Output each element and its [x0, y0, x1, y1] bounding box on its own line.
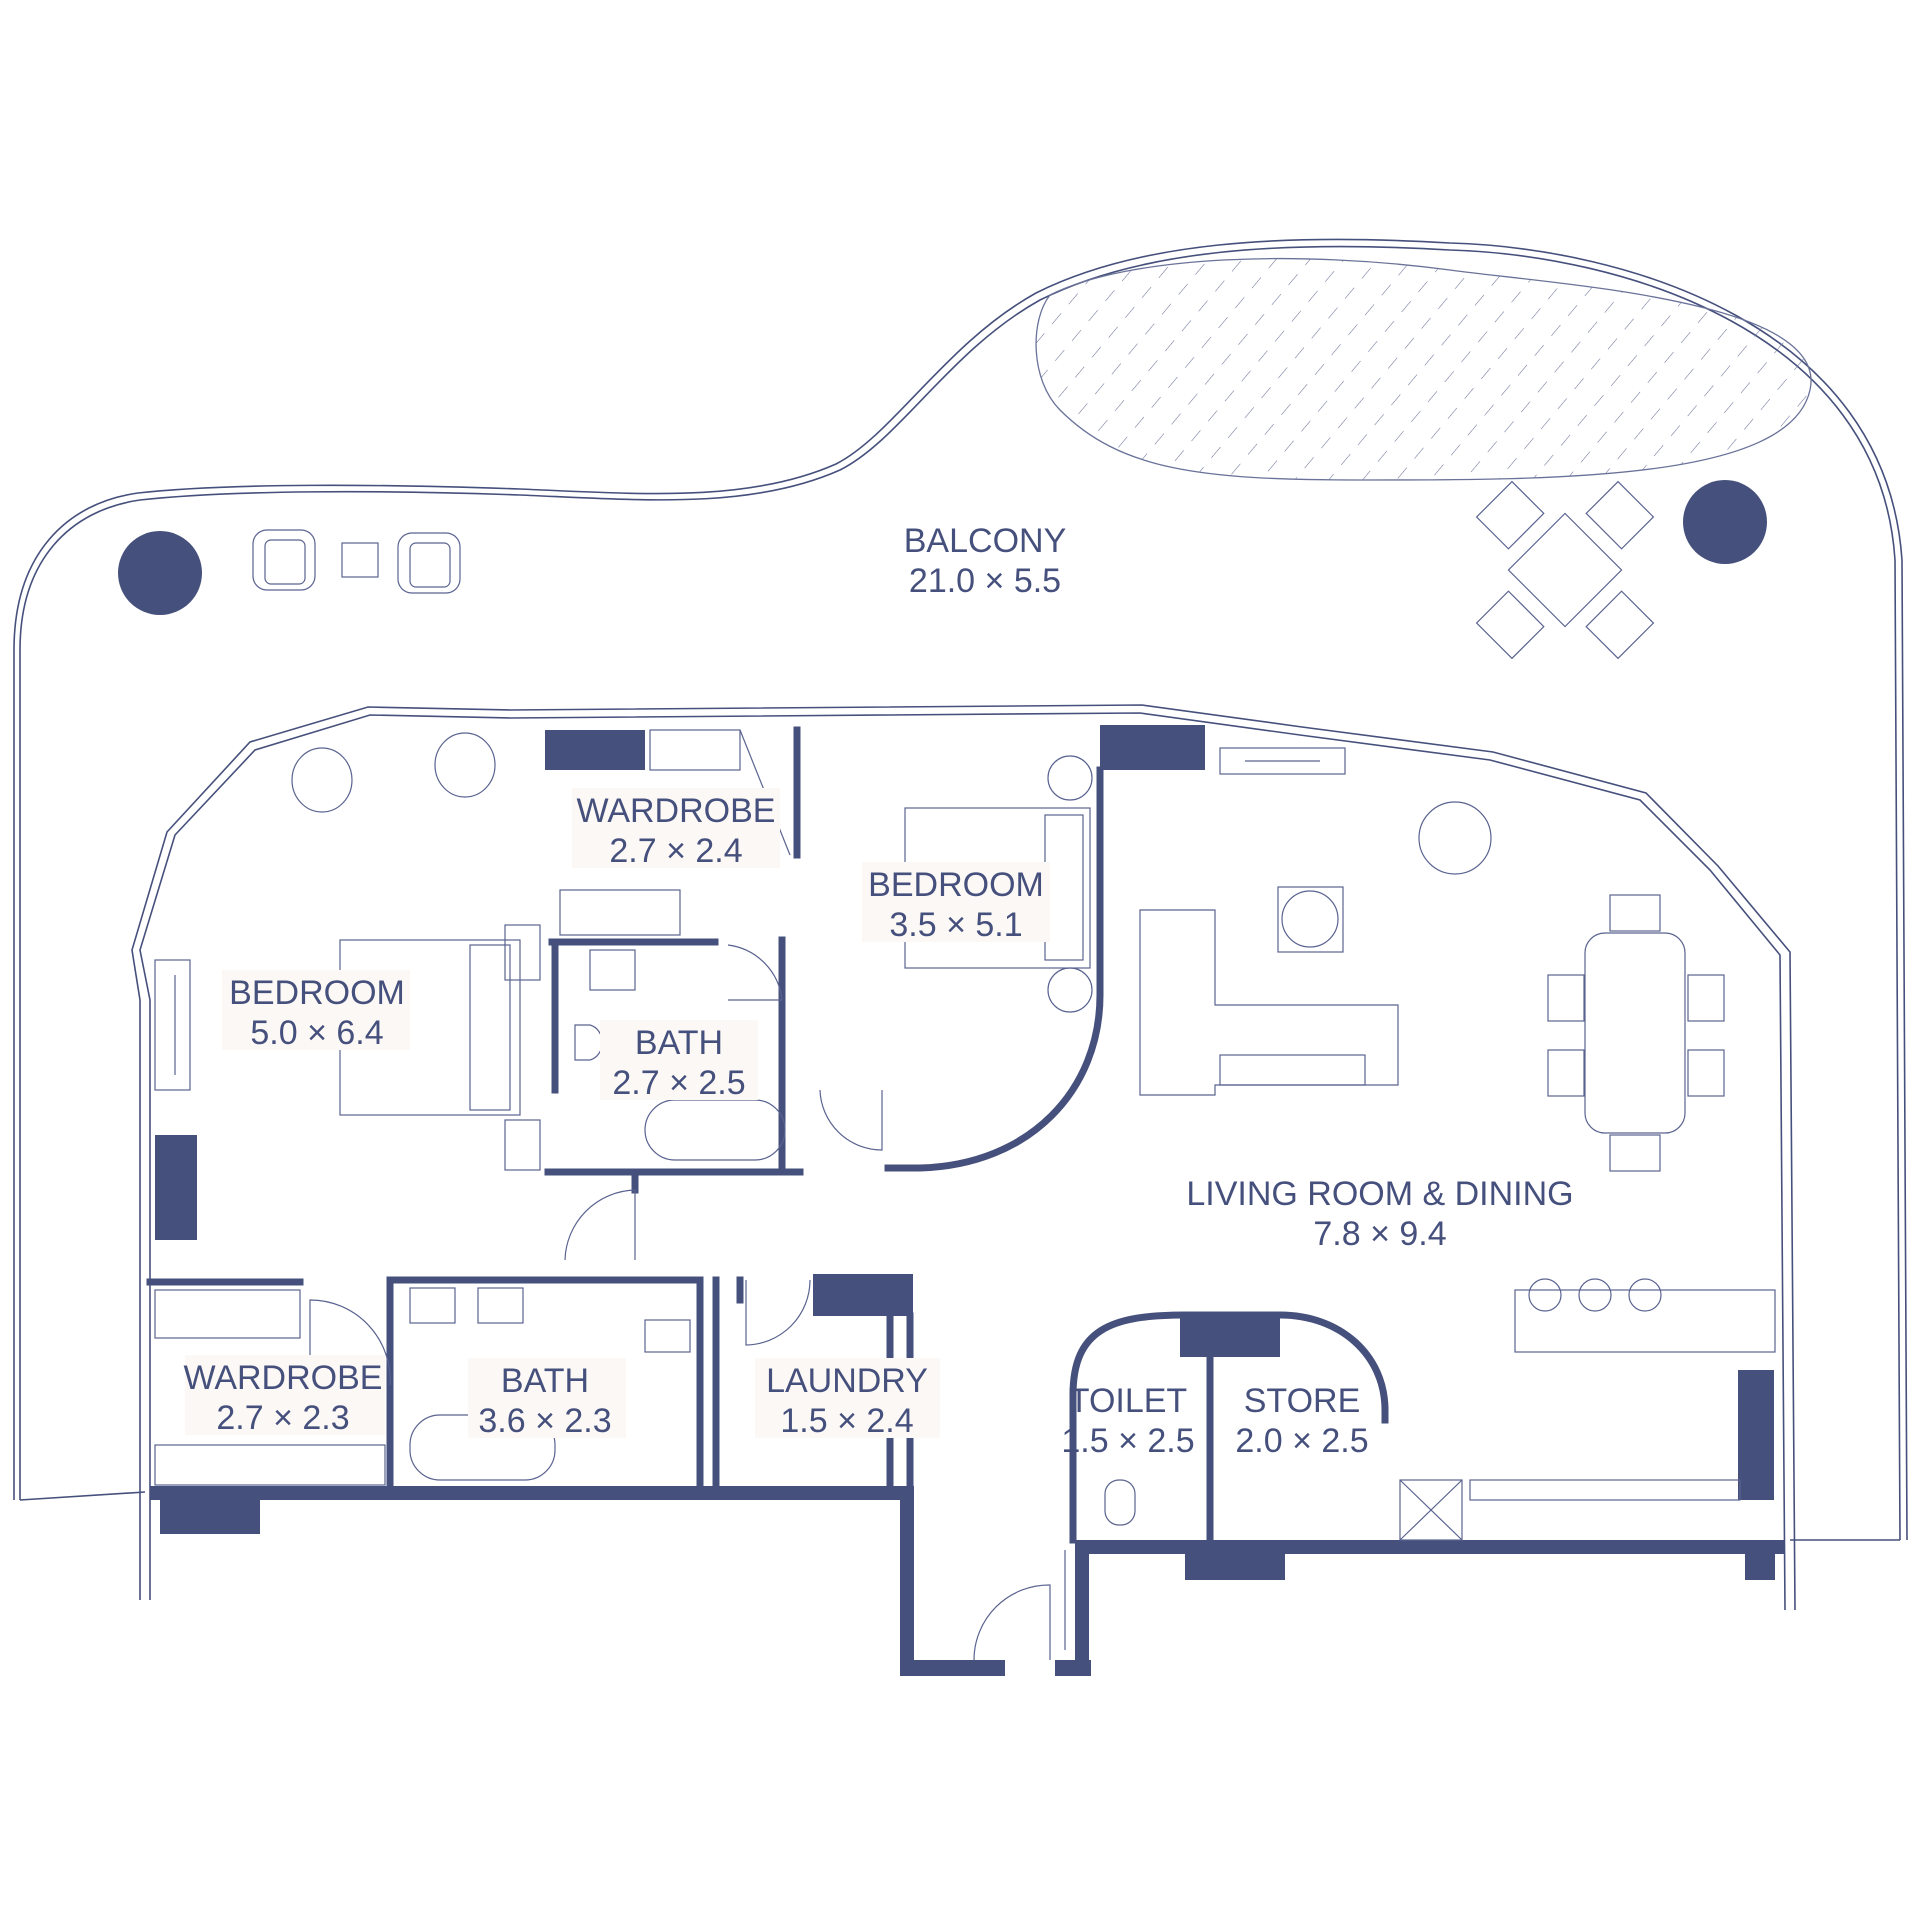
svg-text:WARDROBE: WARDROBE: [184, 1359, 383, 1397]
svg-text:BALCONY: BALCONY: [904, 522, 1067, 560]
svg-text:WARDROBE: WARDROBE: [577, 792, 776, 830]
svg-text:BATH: BATH: [635, 1024, 723, 1062]
svg-text:3.5 × 5.1: 3.5 × 5.1: [889, 906, 1022, 944]
svg-text:21.0 × 5.5: 21.0 × 5.5: [909, 562, 1061, 600]
svg-text:2.7 × 2.5: 2.7 × 2.5: [612, 1064, 745, 1102]
balcony-dining-set-icon: [1475, 480, 1655, 660]
room-label-bath-lower: BATH 3.6 × 2.3: [468, 1358, 626, 1440]
balcony-outline: [13, 238, 1908, 1541]
svg-text:3.6 × 2.3: 3.6 × 2.3: [478, 1402, 611, 1440]
facade: [131, 704, 1796, 1611]
svg-text:LIVING ROOM & DINING: LIVING ROOM & DINING: [1186, 1175, 1573, 1213]
room-label-bath-upper: BATH 2.7 × 2.5: [600, 1020, 758, 1102]
planter-hatch: [1035, 257, 1812, 481]
svg-text:2.7 × 2.3: 2.7 × 2.3: [216, 1399, 349, 1437]
column-left: [118, 531, 202, 615]
room-label-balcony: BALCONY 21.0 × 5.5: [904, 522, 1067, 600]
room-label-bedroom-second: BEDROOM 3.5 × 5.1: [862, 862, 1050, 944]
column-right: [1683, 480, 1767, 564]
furniture: [154, 729, 1776, 1541]
svg-text:BEDROOM: BEDROOM: [229, 974, 405, 1012]
svg-text:TOILET: TOILET: [1069, 1382, 1187, 1420]
svg-text:LAUNDRY: LAUNDRY: [766, 1362, 928, 1400]
svg-text:1.5 × 2.4: 1.5 × 2.4: [780, 1402, 913, 1440]
interior-walls: [146, 725, 1785, 1676]
svg-text:5.0 × 6.4: 5.0 × 6.4: [250, 1014, 383, 1052]
room-label-toilet: TOILET 1.5 × 2.5: [1061, 1382, 1194, 1460]
room-label-wardrobe-upper: WARDROBE 2.7 × 2.4: [572, 788, 780, 870]
room-labels: BALCONY 21.0 × 5.5 BEDROOM 5.0 × 6.4 WAR…: [184, 522, 1574, 1460]
room-label-wardrobe-lower: WARDROBE 2.7 × 2.3: [184, 1355, 385, 1437]
svg-text:2.0 × 2.5: 2.0 × 2.5: [1235, 1422, 1368, 1460]
svg-text:1.5 × 2.5: 1.5 × 2.5: [1061, 1422, 1194, 1460]
lounge-set-icon: [252, 529, 461, 594]
svg-text:2.7 × 2.4: 2.7 × 2.4: [609, 832, 742, 870]
svg-text:STORE: STORE: [1244, 1382, 1361, 1420]
svg-text:BATH: BATH: [501, 1362, 589, 1400]
room-label-living-dining: LIVING ROOM & DINING 7.8 × 9.4: [1186, 1175, 1573, 1253]
door-swings: [309, 944, 1066, 1661]
svg-text:BEDROOM: BEDROOM: [868, 866, 1044, 904]
room-label-bedroom-master: BEDROOM 5.0 × 6.4: [222, 970, 410, 1052]
svg-text:7.8 × 9.4: 7.8 × 9.4: [1313, 1215, 1446, 1253]
room-label-laundry: LAUNDRY 1.5 × 2.4: [755, 1358, 940, 1440]
room-label-store: STORE 2.0 × 2.5: [1235, 1382, 1368, 1460]
